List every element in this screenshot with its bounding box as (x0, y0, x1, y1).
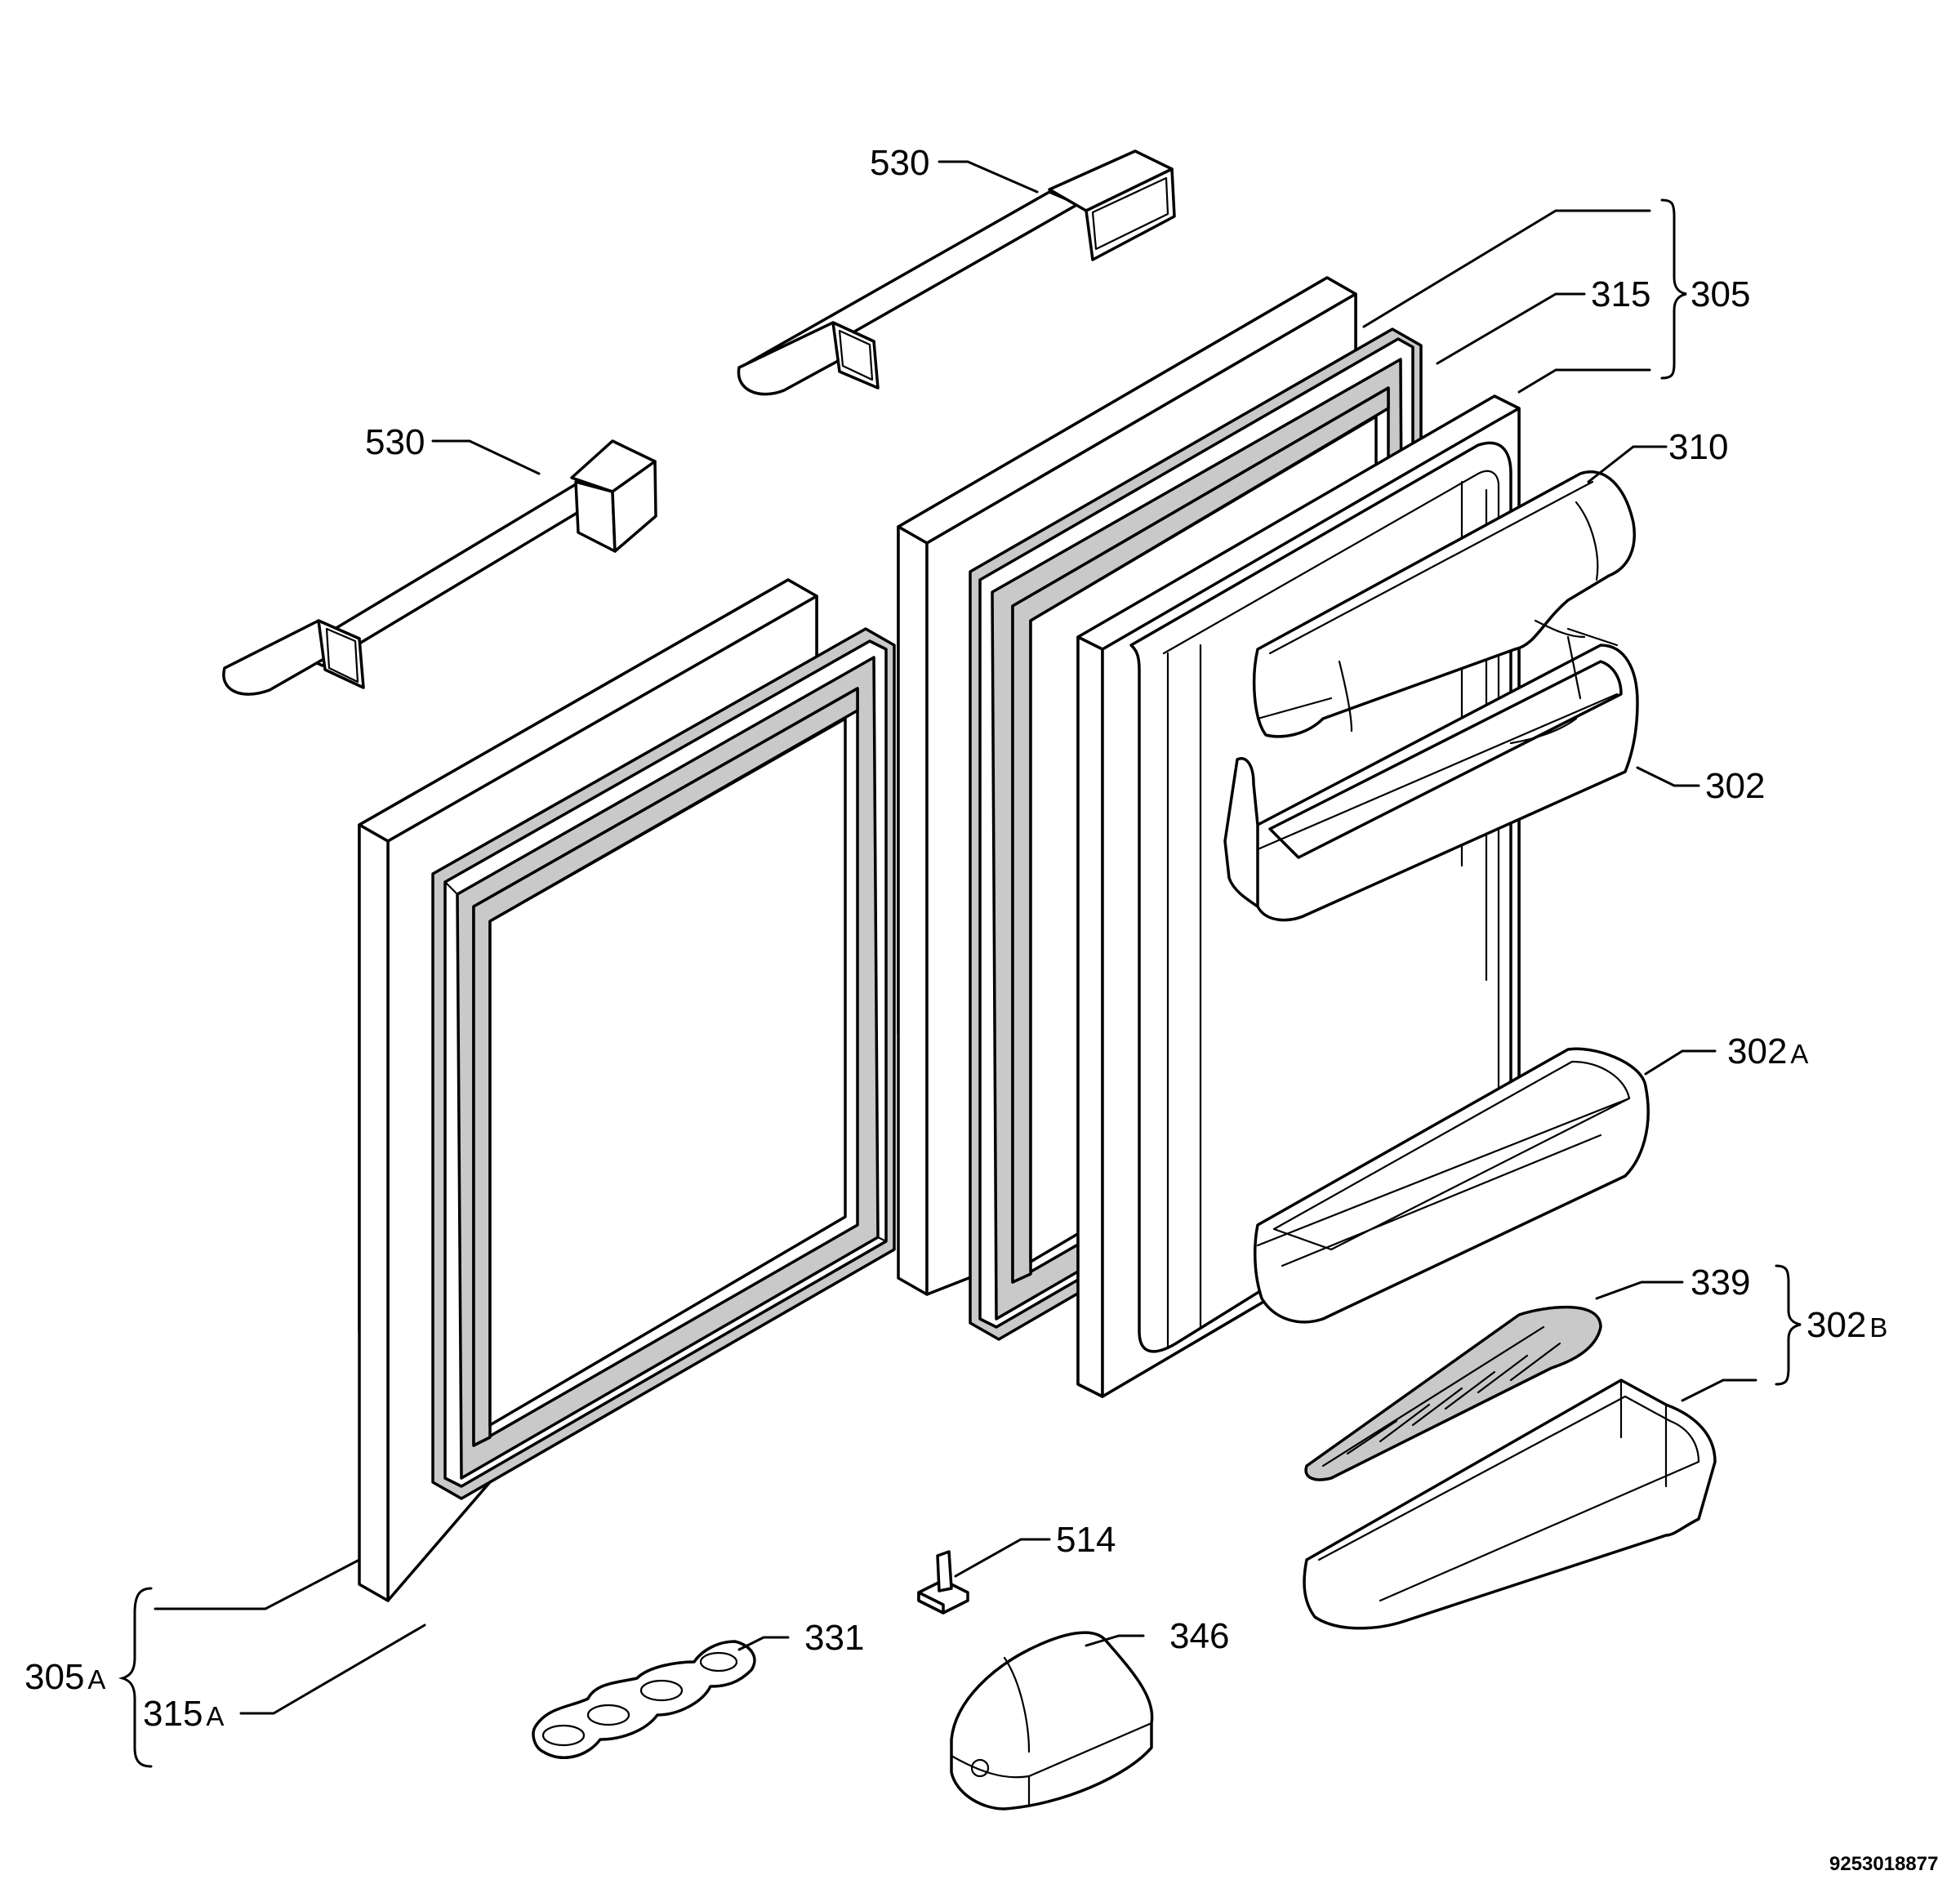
label-530-left: 530 (365, 422, 425, 462)
label-315A-main: 315 (143, 1694, 203, 1734)
shelf-302B (1303, 1379, 1717, 1630)
butter-box-346 (950, 1631, 1154, 1811)
handle-top (737, 149, 1176, 396)
label-514: 514 (1056, 1520, 1116, 1560)
handle-left (222, 439, 657, 696)
label-305A-sub: A (87, 1664, 105, 1695)
label-315: 315 (1591, 274, 1650, 314)
shelf-302A (1253, 1047, 1650, 1324)
left-gasket (431, 627, 896, 1500)
egg-tray-331 (532, 1640, 756, 1759)
label-302: 302 (1705, 766, 1765, 806)
hinge-pin-514 (917, 1550, 969, 1615)
label-331: 331 (804, 1618, 864, 1658)
label-305: 305 (1690, 274, 1750, 314)
label-310: 310 (1668, 427, 1728, 467)
label-302A-main: 302 (1727, 1031, 1787, 1071)
brace-305A (118, 1587, 153, 1768)
label-305A-main: 305 (24, 1657, 84, 1697)
reference-number: 9253018877 (1829, 1853, 1938, 1875)
shelf-302 (1223, 627, 1639, 922)
label-530-top: 530 (870, 143, 929, 183)
label-339: 339 (1690, 1263, 1750, 1303)
shelf-310 (1252, 470, 1636, 738)
egg-rack-339 (1304, 1305, 1602, 1481)
label-315A-sub: A (206, 1701, 224, 1731)
brace-305 (1660, 198, 1687, 380)
label-302B-main: 302 (1806, 1305, 1866, 1345)
label-302B-sub: B (1869, 1312, 1887, 1343)
label-346: 346 (1169, 1616, 1229, 1656)
label-302A-sub: A (1790, 1039, 1808, 1069)
brace-302B (1775, 1264, 1802, 1386)
leader-lines (154, 160, 1757, 1715)
